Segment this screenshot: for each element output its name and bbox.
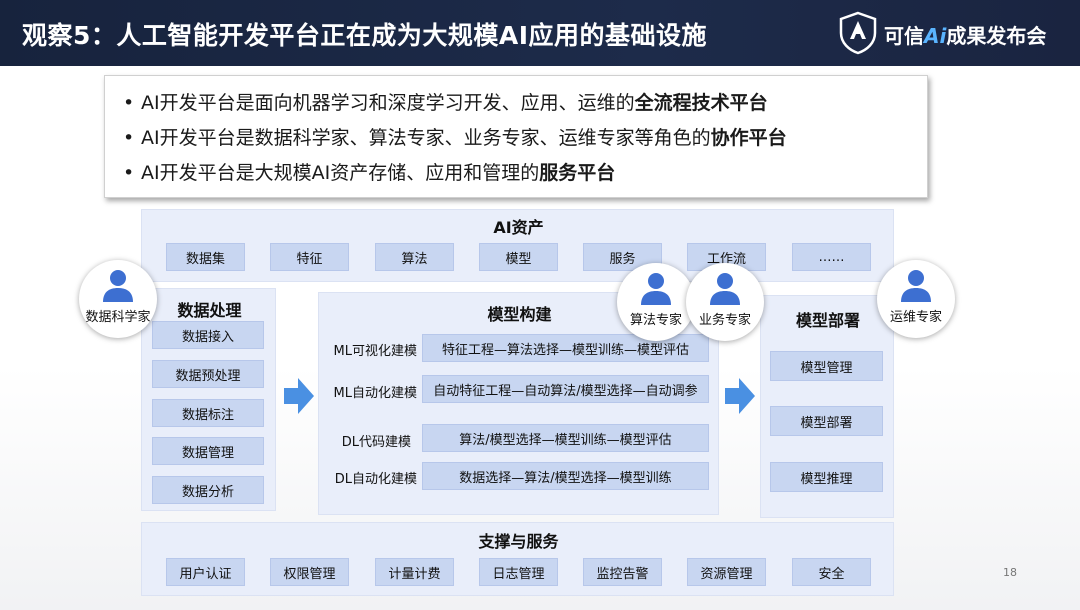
asset-chip: 模型 — [479, 243, 558, 271]
bullet-text: AI开发平台是大规模AI资产存储、应用和管理的 — [141, 162, 540, 184]
model-deploy-panel: 模型部署 模型管理 模型部署 模型推理 — [760, 295, 894, 518]
bullet-item: •AI开发平台是数据科学家、算法专家、业务专家、运维专家等角色的协作平台 — [123, 127, 787, 149]
asset-chip: 算法 — [375, 243, 454, 271]
data-processing-chip: 数据管理 — [152, 437, 264, 465]
asset-chip: …… — [792, 243, 871, 271]
brand-ai: Ai — [924, 24, 947, 48]
model-deploy-chip: 模型管理 — [770, 351, 883, 381]
support-chip: 日志管理 — [479, 558, 558, 586]
model-deploy-title: 模型部署 — [795, 311, 860, 330]
support-chip: 用户认证 — [166, 558, 245, 586]
model-row-label: DL自动化建模 — [334, 472, 417, 487]
brand-prefix: 可信 — [884, 24, 924, 48]
asset-chip: 服务 — [583, 243, 662, 271]
support-services-panel: 支撑与服务 用户认证 权限管理 计量计费 日志管理 监控告警 资源管理 安全 — [141, 522, 894, 596]
data-processing-chip: 数据接入 — [152, 321, 264, 349]
flow-arrow-icon — [725, 378, 755, 414]
model-row-label: ML可视化建模 — [333, 344, 417, 359]
role-label: 业务专家 — [698, 313, 751, 328]
bullet-box: •AI开发平台是面向机器学习和深度学习开发、应用、运维的全流程技术平台 •AI开… — [104, 75, 928, 198]
header-bar: 观察5：人工智能开发平台正在成为大规模AI应用的基础设施 可信Ai成果发布会 — [0, 0, 1080, 66]
support-chip: 资源管理 — [687, 558, 766, 586]
model-building-panel: 模型构建 ML可视化建模 特征工程—算法选择—模型训练—模型评估 ML自动化建模… — [318, 292, 719, 515]
model-flow-chip: 算法/模型选择—模型训练—模型评估 — [422, 424, 709, 452]
asset-chip: 数据集 — [166, 243, 245, 271]
model-deploy-chip: 模型推理 — [770, 462, 883, 492]
model-flow-chip: 数据选择—算法/模型选择—模型训练 — [422, 462, 709, 490]
flow-arrow-icon — [284, 378, 314, 414]
person-icon — [901, 270, 931, 302]
role-algorithm-expert: 算法专家 — [617, 263, 695, 341]
role-label: 运维专家 — [889, 310, 942, 325]
role-ops-expert: 运维专家 — [877, 260, 955, 338]
page-number: 18 — [1003, 566, 1017, 579]
support-chip: 安全 — [792, 558, 871, 586]
role-label: 数据科学家 — [85, 310, 151, 325]
data-processing-chip: 数据标注 — [152, 399, 264, 427]
support-chip: 计量计费 — [375, 558, 454, 586]
bullet-bold: 协作平台 — [710, 127, 787, 149]
role-data-scientist: 数据科学家 — [79, 260, 157, 338]
model-row-label: DL代码建模 — [341, 435, 411, 450]
page-title: 观察5：人工智能开发平台正在成为大规模AI应用的基础设施 — [22, 21, 708, 50]
model-flow-chip: 自动特征工程—自动算法/模型选择—自动调参 — [422, 375, 709, 403]
support-chip: 监控告警 — [583, 558, 662, 586]
support-services-title: 支撑与服务 — [478, 532, 559, 551]
data-processing-panel: 数据处理 数据接入 数据预处理 数据标注 数据管理 数据分析 — [141, 288, 276, 511]
bullet-item: •AI开发平台是大规模AI资产存储、应用和管理的服务平台 — [123, 162, 616, 184]
person-icon — [103, 270, 133, 302]
support-chip: 权限管理 — [270, 558, 349, 586]
model-row-label: ML自动化建模 — [333, 386, 417, 401]
ai-assets-title: AI资产 — [493, 218, 544, 237]
data-processing-chip: 数据预处理 — [152, 360, 264, 388]
person-icon — [710, 273, 740, 305]
brand-name: 可信Ai成果发布会 — [884, 20, 1046, 49]
asset-chip: 特征 — [270, 243, 349, 271]
role-business-expert: 业务专家 — [686, 263, 764, 341]
data-processing-chip: 数据分析 — [152, 476, 264, 504]
ai-assets-panel: AI资产 数据集 特征 算法 模型 服务 工作流 …… — [141, 209, 894, 282]
brand-suffix: 成果发布会 — [946, 24, 1047, 48]
bullet-item: •AI开发平台是面向机器学习和深度学习开发、应用、运维的全流程技术平台 — [123, 92, 768, 114]
bullet-text: AI开发平台是面向机器学习和深度学习开发、应用、运维的 — [141, 92, 635, 114]
model-deploy-chip: 模型部署 — [770, 406, 883, 436]
model-building-title: 模型构建 — [487, 305, 552, 324]
role-label: 算法专家 — [629, 313, 682, 328]
person-icon — [641, 273, 671, 305]
bullet-bold: 服务平台 — [539, 162, 616, 184]
bullet-bold: 全流程技术平台 — [634, 92, 768, 114]
data-processing-title: 数据处理 — [177, 301, 242, 320]
trusted-ai-shield-icon — [839, 11, 877, 55]
bullet-text: AI开发平台是数据科学家、算法专家、业务专家、运维专家等角色的 — [141, 127, 711, 149]
